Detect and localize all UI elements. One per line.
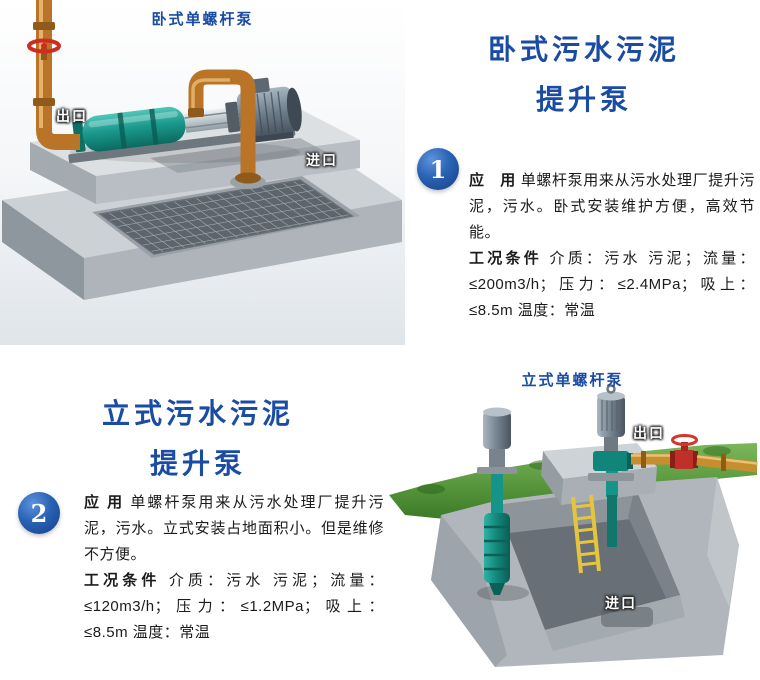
vertical-pump-scene (385, 355, 760, 680)
vertical-title-line1: 立式污水污泥 (101, 398, 294, 429)
horizontal-pump-scene (0, 0, 405, 345)
vertical-inlet-label: 进口 (605, 595, 637, 611)
vertical-title-line2: 提升泵 (149, 448, 246, 479)
outlet-pipe (27, 0, 80, 150)
vertical-conditions-paragraph: 工况条件 介质：污水 污泥；流量：≤120m3/h；压力：≤1.2MPa；吸上：… (84, 568, 384, 646)
conditions-lead: 工况条件 (469, 250, 543, 267)
lifting-eye (606, 384, 616, 394)
vertical-body-text: 应 用 单螺杆泵用来从污水处理厂提升污泥，污水。立式安装占地面积小。但是维修不方… (12, 490, 384, 646)
horizontal-conditions-paragraph: 工况条件 介质：污水 污泥；流量：≤200m3/h；压力：≤2.4MPa；吸上：… (469, 246, 755, 324)
conditions-text: 介质：污水 污泥；流量：≤200m3/h；压力：≤2.4MPa；吸上：≤8.5m… (469, 250, 755, 319)
vertical-application-paragraph: 应 用 单螺杆泵用来从污水处理厂提升污泥，污水。立式安装占地面积小。但是维修不方… (84, 490, 384, 568)
section-number-badge-1: 1 (417, 148, 459, 190)
outlet-pipe (631, 434, 758, 473)
ladder (571, 494, 601, 574)
horizontal-title-line1: 卧式污水污泥 (487, 34, 680, 65)
outlet-valve (27, 38, 61, 60)
application-lead: 应 用 (469, 172, 516, 189)
vertical-pump-description: 立式污水污泥 提升泵 2 应 用 单螺杆泵用来从污水处理厂提升污泥，污水。立式安… (12, 398, 384, 646)
horizontal-outlet-label: 出口 (56, 108, 88, 124)
vertical-outlet-label: 出口 (633, 425, 665, 441)
horizontal-body-text: 应 用 单螺杆泵用来从污水处理厂提升污泥，污水。卧式安装维护方便，高效节能。 工… (413, 168, 755, 324)
horizontal-illustration-title: 卧式单螺杆泵 (151, 11, 254, 28)
horizontal-application-paragraph: 应 用 单螺杆泵用来从污水处理厂提升污泥，污水。卧式安装维护方便，高效节能。 (469, 168, 755, 246)
horizontal-inlet-label: 进口 (306, 152, 338, 168)
left-submersible-pump (477, 407, 517, 595)
outlet-valve (670, 434, 698, 469)
inlet-pipe (188, 69, 266, 189)
application-lead: 应 用 (84, 494, 125, 511)
application-text: 单螺杆泵用来从污水处理厂提升污泥，污水。卧式安装维护方便，高效节能。 (469, 172, 755, 241)
horizontal-pump-illustration: 卧式单螺杆泵 出口 进口 (0, 0, 405, 345)
vertical-illustration-title: 立式单螺杆泵 (521, 372, 624, 389)
inlet-opening (601, 607, 653, 627)
right-vertical-pump (588, 384, 634, 547)
horizontal-title-line2: 提升泵 (535, 84, 632, 115)
vertical-pump-illustration: 立式单螺杆泵 出口 进口 (385, 355, 760, 680)
horizontal-pump-description: 卧式污水污泥 提升泵 1 应 用 单螺杆泵用来从污水处理厂提升污泥，污水。卧式安… (413, 34, 755, 324)
floor-grating (92, 176, 360, 258)
conditions-lead: 工况条件 (84, 572, 161, 589)
conditions-text: 介质：污水 污泥；流量：≤120m3/h；压力：≤1.2MPa；吸上：≤8.5m… (84, 572, 384, 641)
section-number-badge-2: 2 (18, 492, 60, 534)
application-text: 单螺杆泵用来从污水处理厂提升污泥，污水。立式安装占地面积小。但是维修不方便。 (84, 494, 385, 563)
